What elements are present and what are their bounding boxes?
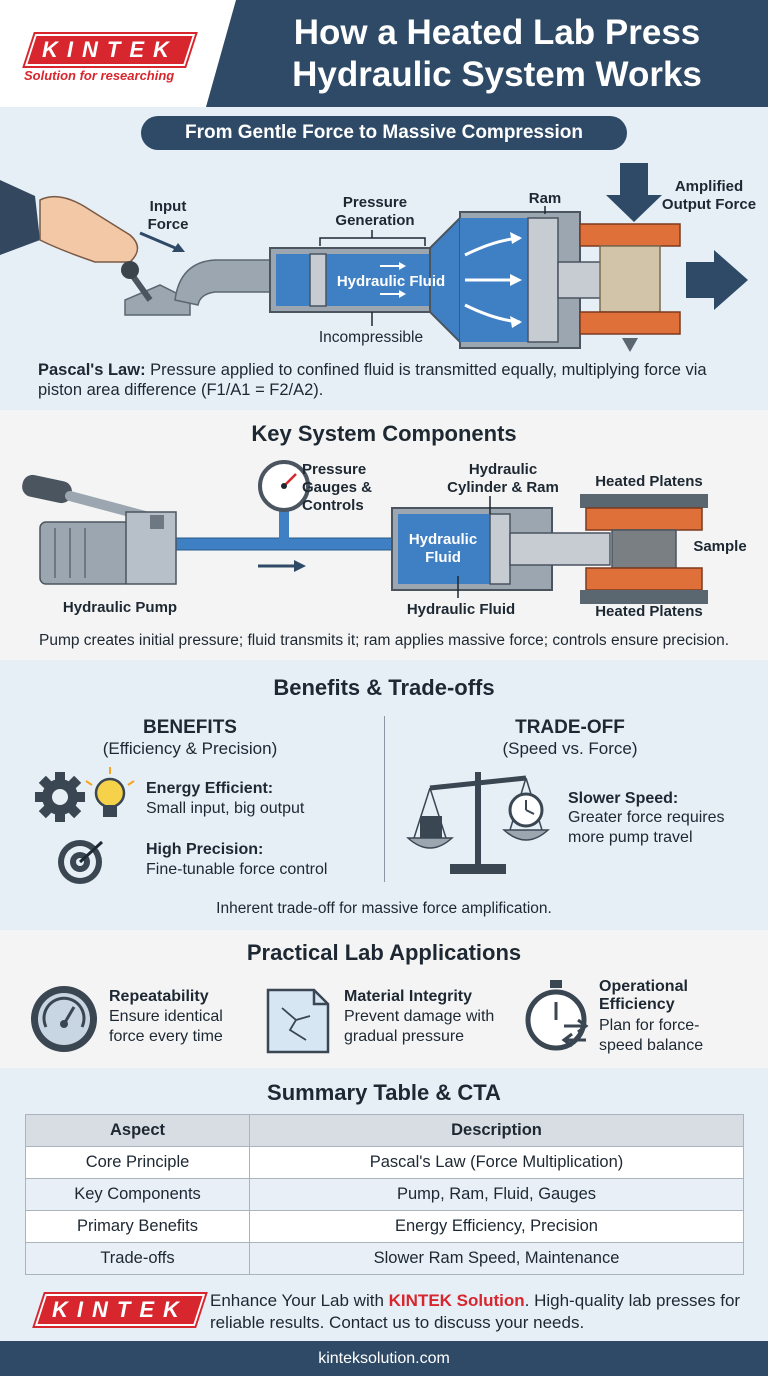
sample-2 <box>611 529 677 569</box>
precision-title: High Precision: <box>146 841 264 858</box>
components-caption: Pump creates initial pressure; fluid tra… <box>38 632 730 649</box>
small-piston <box>309 253 327 307</box>
ram-rod-2 <box>509 532 611 566</box>
cracked-document-icon <box>266 988 330 1054</box>
logo-tagline: Solution for researching <box>24 68 175 83</box>
logo-text: KINTEK <box>42 37 178 62</box>
table-cell-aspect: Key Components <box>25 1178 250 1211</box>
column-header-description: Description <box>249 1114 744 1147</box>
divider <box>384 716 385 882</box>
output-right-arrow <box>686 250 748 310</box>
benefits-subheading: (Efficiency & Precision) <box>102 739 278 758</box>
app-efficiency-text: Plan for force-speed balance <box>599 1017 704 1054</box>
precision-text: Fine-tunable force control <box>146 861 328 878</box>
cta-text: Enhance Your Lab with KINTEK Solution. H… <box>210 1291 741 1332</box>
pump-label: Hydraulic Pump <box>62 599 178 616</box>
gauge-icon <box>31 986 97 1052</box>
incompressible-label: Incompressible <box>318 329 424 346</box>
page-title: How a Heated Lab Press Hydraulic System … <box>292 13 702 94</box>
app-repeatability-title: Repeatability <box>109 988 209 1005</box>
table-cell-description: Pascal's Law (Force Multiplication) <box>249 1146 744 1179</box>
header: KINTEK Solution for researching How a He… <box>0 0 768 107</box>
platens-bottom-label: Heated Platens <box>595 603 703 620</box>
table-cell-aspect: Core Principle <box>25 1146 250 1179</box>
bottom-platen <box>579 311 681 335</box>
benefits-icons <box>35 767 550 884</box>
sample-block <box>599 245 661 313</box>
energy-title: Energy Efficient: <box>146 780 274 797</box>
table-row: Primary Benefits Energy Efficiency, Prec… <box>25 1210 744 1243</box>
hand-shape <box>39 195 139 263</box>
slower-title: Slower Speed: <box>568 790 679 807</box>
sleeve-shape <box>0 180 40 255</box>
platens-top-label: Heated Platens <box>595 473 703 490</box>
logo-text-footer: KINTEK <box>52 1297 188 1322</box>
output-down-arrow <box>606 163 662 222</box>
section-pill: From Gentle Force to Massive Compression <box>141 116 627 150</box>
tradeoff-subheading: (Speed vs. Force) <box>502 739 638 758</box>
benefits-heading: BENEFITS <box>143 717 237 738</box>
lever-base <box>124 284 191 316</box>
lightbulb-icon <box>85 767 135 817</box>
column-header-aspect: Aspect <box>25 1114 250 1147</box>
components-title: Key System Components <box>251 421 517 446</box>
stopwatch-icon <box>525 980 589 1051</box>
section-applications <box>0 930 768 1068</box>
input-arrow <box>139 231 181 252</box>
balance-scale-icon <box>406 772 550 874</box>
summary-title: Summary Table & CTA <box>267 1080 501 1105</box>
summary-table: Aspect Description Core Principle Pascal… <box>25 1114 744 1275</box>
table-cell-description: Pump, Ram, Fluid, Gauges <box>249 1178 744 1211</box>
app-integrity-title: Material Integrity <box>344 988 473 1005</box>
small-chamber-fluid <box>276 254 430 306</box>
table-row: Key Components Pump, Ram, Fluid, Gauges <box>25 1178 744 1211</box>
principle-diagram <box>0 163 748 352</box>
ram-label: Ram <box>528 190 562 207</box>
pressure-brace <box>319 230 426 246</box>
benefits-caption: Inherent trade-off for massive force amp… <box>216 900 552 917</box>
pascals-law-text: Pascal's Law: Pressure applied to confin… <box>38 361 707 399</box>
ram-piston <box>527 217 559 343</box>
fluid-label: Hydraulic Fluid <box>336 273 446 290</box>
table-cell-description: Slower Ram Speed, Maintenance <box>249 1242 744 1275</box>
footer-url[interactable]: kinteksolution.com <box>0 1341 768 1376</box>
fluid-below-label: Hydraulic Fluid <box>406 601 516 618</box>
table-row: Trade-offs Slower Ram Speed, Maintenance <box>25 1242 744 1275</box>
table-row: Core Principle Pascal's Law (Force Multi… <box>25 1146 744 1179</box>
applications-icons <box>31 980 589 1054</box>
table-header-row: Aspect Description <box>25 1114 744 1147</box>
components-diagram <box>22 460 708 604</box>
applications-title: Practical Lab Applications <box>246 940 522 965</box>
top-platen-plate <box>580 494 708 508</box>
table-cell-aspect: Primary Benefits <box>25 1210 250 1243</box>
lever-knob <box>121 261 139 279</box>
cta-brand: KINTEK Solution <box>388 1291 525 1310</box>
pump-head <box>125 511 177 585</box>
target-icon <box>58 840 104 884</box>
header-banner <box>206 0 768 107</box>
table-cell-description: Energy Efficiency, Precision <box>249 1210 744 1243</box>
benefits-title: Benefits & Trade-offs <box>273 675 495 700</box>
sample-label: Sample <box>693 538 747 555</box>
pump-handle <box>22 474 72 504</box>
tradeoff-heading: TRADE-OFF <box>515 717 625 738</box>
table-cell-aspect: Trade-offs <box>25 1242 250 1275</box>
energy-text: Small input, big output <box>146 800 305 817</box>
